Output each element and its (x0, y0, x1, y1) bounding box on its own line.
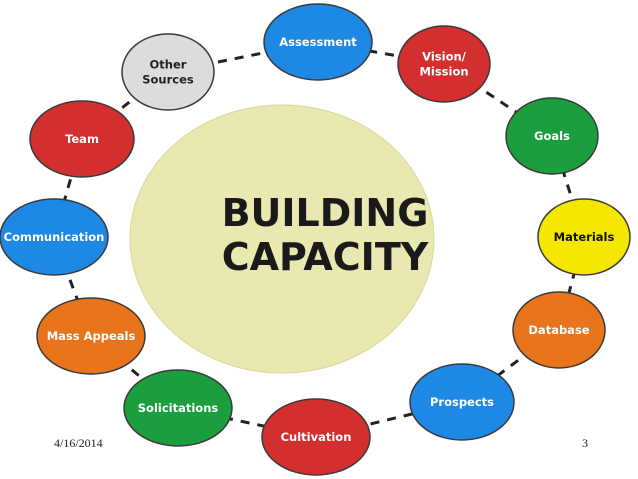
node-vision-mission: Vision/Mission (397, 25, 491, 103)
node-label: Cultivation (281, 430, 352, 444)
node-circle (409, 363, 515, 441)
node-prospects: Prospects (409, 363, 515, 441)
node-circle (505, 97, 599, 175)
node-label: Sources (142, 73, 194, 87)
node-label: Other (150, 58, 187, 72)
node-label: Communication (4, 230, 105, 244)
node-communication: Communication (0, 198, 109, 276)
node-label: Prospects (430, 395, 494, 409)
node-label: Vision/ (422, 50, 467, 64)
node-goals: Goals (505, 97, 599, 175)
footer-page-number: 3 (582, 436, 588, 450)
node-mass-appeals: Mass Appeals (36, 297, 146, 375)
node-circle (36, 297, 146, 375)
node-assessment: Assessment (263, 3, 373, 81)
node-circle (0, 198, 109, 276)
node-circle (263, 3, 373, 81)
node-label: Materials (554, 230, 615, 244)
node-circle (261, 398, 371, 476)
node-circle (537, 198, 631, 276)
center-label-line2: CAPACITY (222, 235, 429, 279)
node-circle (397, 25, 491, 103)
node-label: Goals (534, 129, 570, 143)
node-label: Solicitations (138, 401, 219, 415)
node-label: Mission (419, 65, 468, 79)
node-label: Assessment (279, 35, 357, 49)
node-materials: Materials (537, 198, 631, 276)
node-circle (121, 33, 215, 111)
center-circle (129, 104, 435, 374)
node-label: Team (65, 132, 99, 146)
node-circle (29, 100, 135, 178)
node-solicitations: Solicitations (123, 369, 233, 447)
node-database: Database (512, 291, 606, 369)
node-label: Database (528, 323, 589, 337)
node-label: Mass Appeals (47, 329, 136, 343)
node-team: Team (29, 100, 135, 178)
footer-date: 4/16/2014 (54, 436, 103, 450)
node-circle (123, 369, 233, 447)
center-label-line1: BUILDING (222, 191, 429, 235)
node-cultivation: Cultivation (261, 398, 371, 476)
node-circle (512, 291, 606, 369)
node-ring: AssessmentVision/MissionGoalsMaterialsDa… (0, 3, 631, 476)
